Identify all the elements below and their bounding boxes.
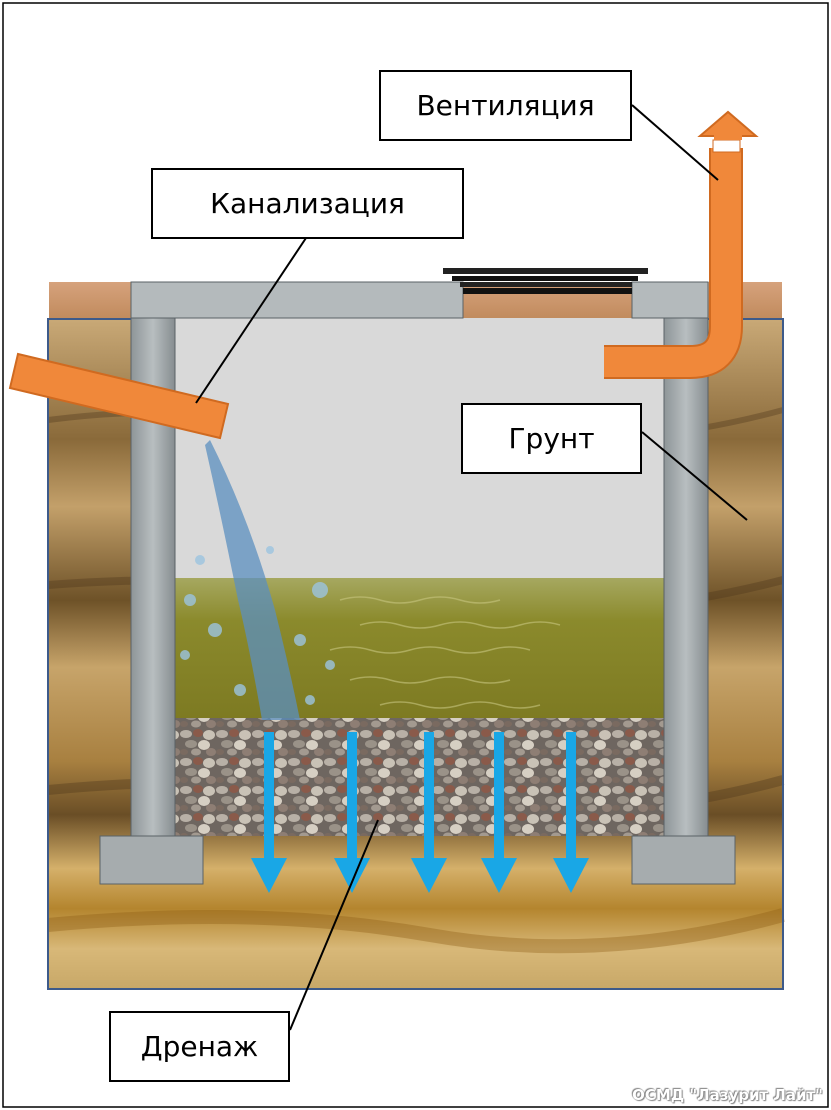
watermark: ОСМД "Лазурит Лайт" [632,1086,823,1104]
ventilation-label: Вентиляция [379,70,632,141]
sewer-pipe [8,352,230,440]
down-arrow-icon [411,732,447,893]
down-arrow-icon [481,732,517,893]
sewer-label: Канализация [151,168,464,239]
cover-slab-left [130,281,464,319]
drainage-label: Дренаж [109,1011,290,1082]
down-arrow-icon [553,732,589,893]
water-stream [205,440,300,720]
leader-lines [195,104,748,1031]
soil-label: Грунт [461,403,642,474]
gravel-layer [174,718,665,836]
left-footing [99,835,204,885]
right-wall [663,317,709,837]
down-arrow-icon [251,732,287,893]
hatch-cover [443,268,648,294]
water-ripples [329,596,561,709]
drain-arrows [251,732,589,893]
cover-slab-right [631,281,709,319]
down-arrow-icon [334,732,370,893]
splash-droplets [180,546,335,705]
right-footing [631,835,736,885]
